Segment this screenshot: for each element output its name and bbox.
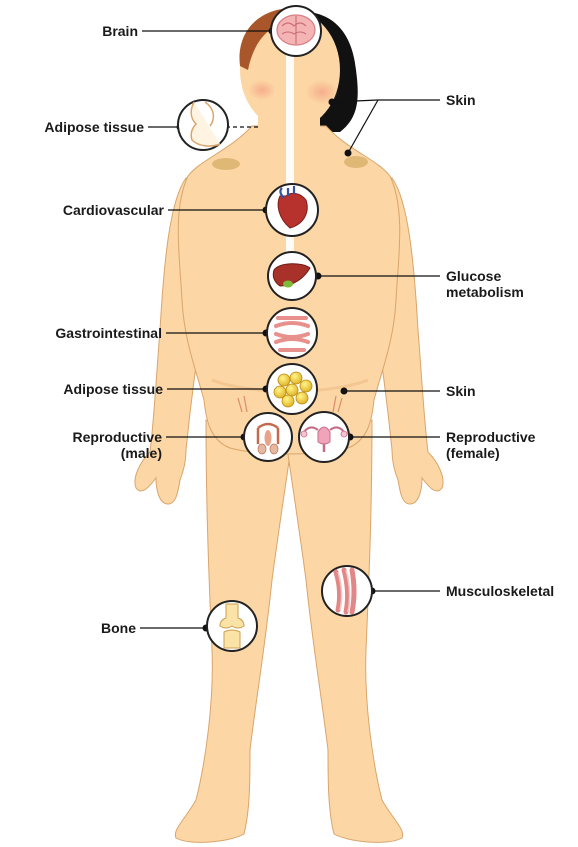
heart-icon (266, 184, 318, 236)
label-skin-lower: Skin (446, 383, 476, 399)
intestine-icon (267, 308, 317, 358)
label-brain: Brain (70, 23, 138, 39)
right-leg (286, 420, 403, 842)
label-reproductive-male-line2: (male) (4, 445, 162, 461)
label-reproductive-female-line1: Reproductive (446, 429, 535, 445)
female-reproductive-icon (299, 412, 349, 462)
label-adipose-tissue-upper: Adipose tissue (4, 119, 144, 135)
label-skin-upper: Skin (446, 92, 476, 108)
neck-silhouette-icon (178, 100, 228, 150)
muscle-icon (322, 566, 372, 616)
label-gastrointestinal: Gastrointestinal (2, 325, 162, 341)
label-glucose-line1: Glucose (446, 268, 524, 284)
brain-icon (271, 6, 321, 56)
fat-cells-icon (267, 364, 317, 414)
label-glucose-line2: metabolism (446, 284, 524, 300)
label-reproductive-male-line1: Reproductive (4, 429, 162, 445)
label-reproductive-female: Reproductive (female) (446, 429, 535, 461)
label-adipose-tissue-lower: Adipose tissue (4, 381, 163, 397)
male-reproductive-icon (244, 413, 292, 461)
label-glucose-metabolism: Glucose metabolism (446, 268, 524, 300)
label-bone: Bone (60, 620, 136, 636)
label-cardiovascular: Cardiovascular (4, 202, 164, 218)
label-reproductive-female-line2: (female) (446, 445, 535, 461)
label-musculoskeletal: Musculoskeletal (446, 583, 554, 599)
label-reproductive-male: Reproductive (male) (4, 429, 162, 461)
liver-icon (268, 252, 316, 300)
knee-joint-icon (207, 601, 257, 651)
